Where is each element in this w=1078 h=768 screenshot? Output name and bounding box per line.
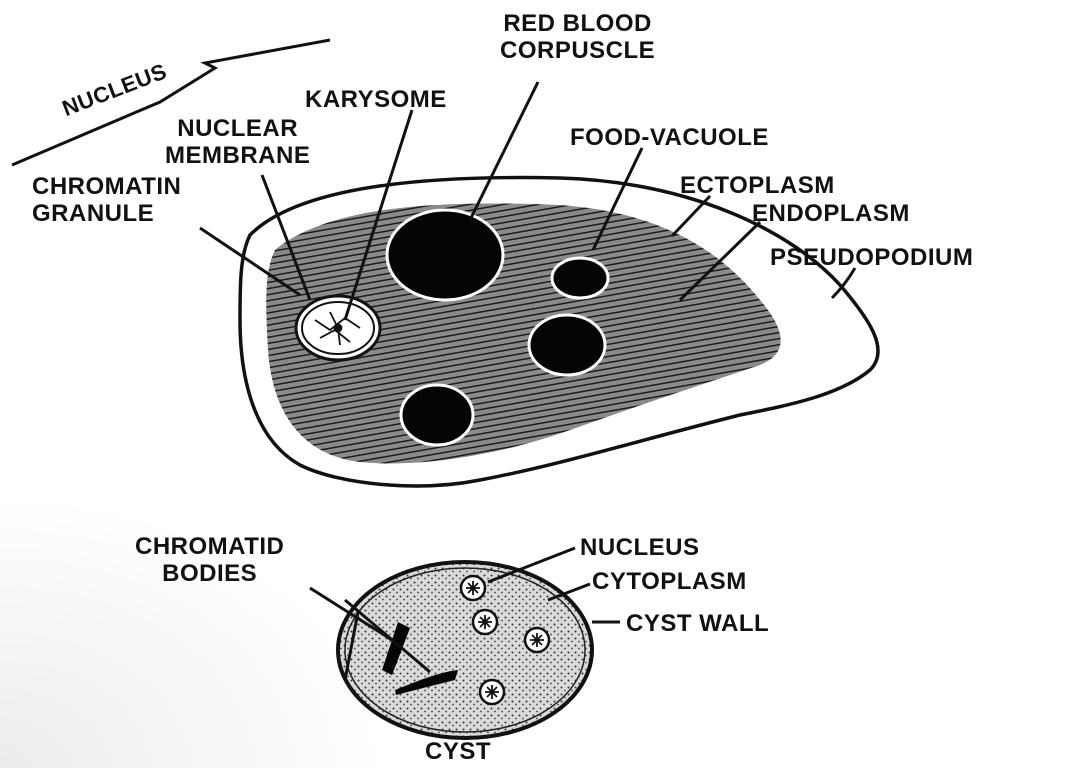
cyst-nucleus-1 <box>461 576 485 600</box>
label-karysome: KARYSOME <box>305 86 447 113</box>
red-blood-corpuscle <box>387 210 503 300</box>
label-cyst-wall: CYST WALL <box>626 610 769 637</box>
label-chromatid-bodies: CHROMATID BODIES <box>135 533 284 587</box>
label-endoplasm: ENDOPLASM <box>752 200 910 227</box>
label-chromatid-line-1: CHROMATID <box>135 533 284 560</box>
label-nuclear-membrane: NUCLEAR MEMBRANE <box>165 115 310 169</box>
food-vacuole <box>552 258 608 298</box>
cyst-nucleus-4 <box>480 680 504 704</box>
label-red-blood-corpuscle: RED BLOOD CORPUSCLE <box>500 10 655 64</box>
cyst-nucleus-3 <box>525 628 549 652</box>
label-ectoplasm: ECTOPLASM <box>680 172 835 199</box>
label-food-vacuole: FOOD-VACUOLE <box>570 124 769 151</box>
label-cytoplasm: CYTOPLASM <box>592 568 747 595</box>
label-nuclear-membrane-line-1: NUCLEAR <box>165 115 310 142</box>
label-cyst: CYST <box>425 738 491 765</box>
label-nucleus-cyst: NUCLEUS <box>580 534 700 561</box>
vacuole-bottom <box>401 385 473 445</box>
label-rbc-line-2: CORPUSCLE <box>500 37 655 64</box>
label-chromatid-line-2: BODIES <box>135 560 284 587</box>
label-chromatin-granule: CHROMATIN GRANULE <box>32 173 181 227</box>
label-rbc-line-1: RED BLOOD <box>500 10 655 37</box>
label-chromatin-line-1: CHROMATIN <box>32 173 181 200</box>
cyst-nucleus-2 <box>473 610 497 634</box>
label-nuclear-membrane-line-2: MEMBRANE <box>165 142 310 169</box>
vacuole-right <box>529 315 605 375</box>
label-pseudopodium: PSEUDOPODIUM <box>770 244 973 271</box>
label-chromatin-line-2: GRANULE <box>32 200 181 227</box>
